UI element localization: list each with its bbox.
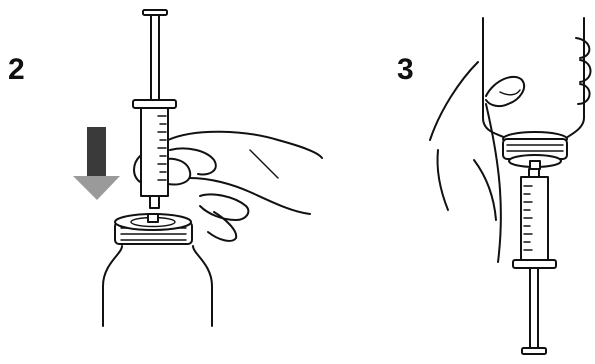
bottle (103, 214, 212, 326)
syringe (133, 10, 176, 208)
step-3-label: 3 (397, 53, 414, 86)
syringe-inverted (513, 169, 556, 354)
step-2-label: 2 (8, 53, 25, 86)
panel-step-3: 3 (397, 18, 591, 354)
panel-step-2: 2 (8, 10, 322, 326)
down-arrow-icon (73, 127, 120, 200)
inverted-bottle (483, 18, 584, 169)
